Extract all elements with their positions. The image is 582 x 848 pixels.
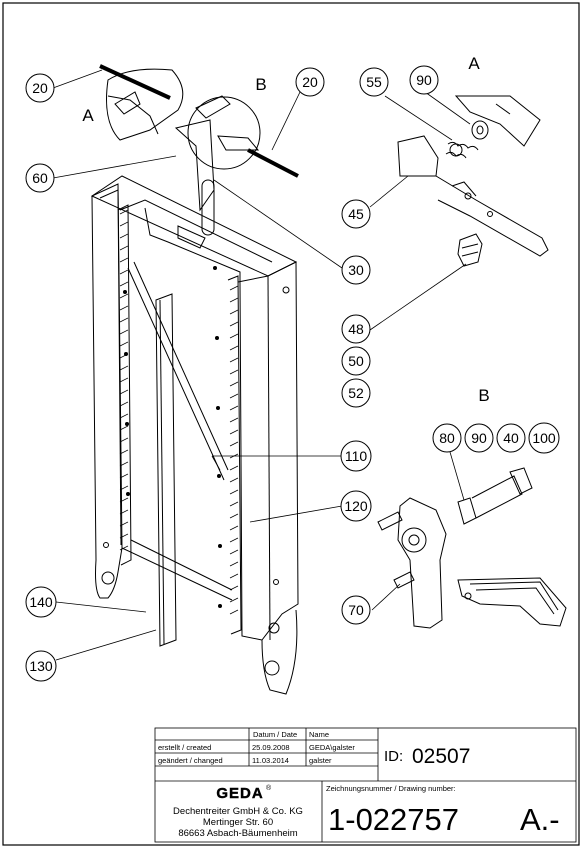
svg-text:20: 20 xyxy=(302,74,318,90)
tb-drawing-number: 1-022757 xyxy=(328,802,459,837)
detail-circle-b xyxy=(174,95,261,236)
detail-a-title: A xyxy=(468,54,480,73)
callout-20-right: 20 xyxy=(295,67,325,97)
detail-circle-a xyxy=(106,68,184,141)
tb-id-label: ID: xyxy=(384,748,403,765)
mast-assembly xyxy=(90,175,299,695)
tb-id-value: 02507 xyxy=(412,745,470,768)
tb-created-label: erstellt / created xyxy=(158,743,211,752)
svg-text:90: 90 xyxy=(471,430,487,446)
svg-text:GEDA: GEDA xyxy=(216,785,263,802)
tb-drawing-number-label: Zeichnungsnummer / Drawing number: xyxy=(326,784,456,793)
callout-110: 110 xyxy=(340,440,372,472)
callout-52: 52 xyxy=(341,378,371,408)
detail-b-title: B xyxy=(478,386,489,405)
leader-lines xyxy=(52,69,471,661)
callout-45: 45 xyxy=(341,199,371,229)
svg-text:45: 45 xyxy=(348,206,364,222)
tb-revision: A.- xyxy=(520,802,560,837)
detail-a-parts xyxy=(397,95,549,267)
svg-text:55: 55 xyxy=(366,74,382,90)
callout-90-b: 90 xyxy=(464,423,494,453)
callout-50: 50 xyxy=(341,346,371,376)
tb-changed-name: galster xyxy=(309,756,332,765)
svg-text:48: 48 xyxy=(348,321,364,337)
svg-text:120: 120 xyxy=(344,498,368,514)
svg-text:40: 40 xyxy=(503,430,519,446)
svg-text:110: 110 xyxy=(345,448,368,464)
tb-created-name: GEDA\galster xyxy=(309,743,355,752)
title-block xyxy=(154,727,577,843)
callout-100: 100 xyxy=(528,422,560,454)
svg-text:60: 60 xyxy=(32,170,48,186)
view-label-a-main: A xyxy=(82,106,94,125)
callout-20-left: 20 xyxy=(25,73,55,103)
callout-90: 90 xyxy=(409,65,439,95)
rod-left xyxy=(99,64,171,100)
callout-70: 70 xyxy=(341,595,371,625)
title-block-text: Datum / Date Name erstellt / created 25.… xyxy=(158,730,560,839)
svg-text:20: 20 xyxy=(32,80,48,96)
svg-text:30: 30 xyxy=(348,262,364,278)
callout-40: 40 xyxy=(496,423,526,453)
callout-140: 140 xyxy=(25,586,57,618)
svg-text:70: 70 xyxy=(348,602,364,618)
tb-company-line3: 86663 Asbach-Bäumenheim xyxy=(178,828,297,839)
svg-text:52: 52 xyxy=(348,385,364,401)
tb-created-date: 25.09.2008 xyxy=(252,743,290,752)
tb-head-date: Datum / Date xyxy=(253,730,297,739)
tb-company-line1: Dechentreiter GmbH & Co. KG xyxy=(173,806,303,817)
callout-30: 30 xyxy=(341,255,371,285)
rod-right xyxy=(247,148,299,178)
tb-changed-label: geändert / changed xyxy=(158,756,223,765)
tb-head-name: Name xyxy=(309,730,329,739)
detail-b-parts xyxy=(377,467,567,629)
view-label-b-main: B xyxy=(255,75,266,94)
tb-changed-date: 11.03.2014 xyxy=(252,756,289,765)
svg-text:140: 140 xyxy=(29,594,53,610)
svg-text:100: 100 xyxy=(532,430,556,446)
svg-text:®: ® xyxy=(266,784,272,792)
svg-text:90: 90 xyxy=(416,72,432,88)
callout-80: 80 xyxy=(432,423,462,453)
callout-60: 60 xyxy=(25,163,55,193)
callout-130: 130 xyxy=(25,650,57,682)
callout-55: 55 xyxy=(359,67,389,97)
svg-text:50: 50 xyxy=(348,353,364,369)
svg-text:80: 80 xyxy=(439,430,455,446)
geda-logo: GEDA ® xyxy=(216,784,272,802)
callout-48: 48 xyxy=(341,314,371,344)
callout-120: 120 xyxy=(340,490,372,522)
svg-text:130: 130 xyxy=(29,658,53,674)
tb-company-line2: Mertinger Str. 60 xyxy=(203,817,273,828)
